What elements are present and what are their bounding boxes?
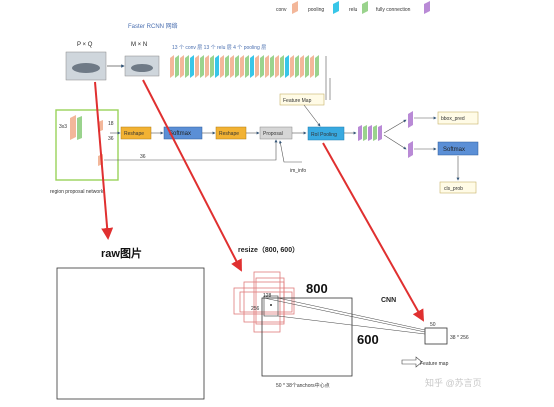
rpn-caption: region proposal network (50, 189, 104, 195)
resized-image-box (261, 297, 353, 377)
rpn-conv-label: 3x3 (59, 124, 67, 130)
rpn-softmax-label: Softmax (169, 131, 191, 137)
legend-label-fc: fully connection (376, 7, 411, 13)
rpn-branch-bottom-label: 36 (108, 136, 114, 142)
head-arrows (344, 116, 460, 181)
anchor-center-dot (270, 304, 272, 306)
backbone-layer (260, 55, 264, 78)
rpn-conv-layer (70, 115, 76, 140)
height-600-label: 600 (357, 332, 379, 347)
backbone-layer (315, 55, 319, 78)
rpn-branch-top-label: 18 (108, 121, 114, 127)
feature-map-label: Feature Map (283, 98, 312, 104)
backbone-layer (300, 55, 304, 78)
legend-label-pooling: pooling (308, 7, 324, 13)
anchor-cell (263, 295, 279, 317)
feature-map-small-box (424, 327, 448, 345)
head-bbox-fc (408, 111, 413, 128)
cls-prob-box (439, 181, 477, 194)
backbone-layer (170, 55, 174, 78)
resize-label: resize（800, 600） (238, 246, 299, 254)
roi-pooling-box (307, 126, 345, 141)
watermark-text: 知乎 @苏言页 (425, 377, 482, 388)
backbone-layer (280, 55, 284, 78)
backbone-layer (305, 55, 309, 78)
backbone-layer (275, 55, 279, 78)
head-softmax-label: Softmax (443, 147, 465, 153)
backbone-layer (195, 55, 199, 78)
backbone-layer (180, 55, 184, 78)
resized-car-icon (131, 64, 153, 72)
backbone-layer (205, 55, 209, 78)
resized-size-label: M × N (131, 42, 147, 48)
backbone-layer (310, 55, 314, 78)
legend-pooling-swatch (333, 1, 339, 14)
anchor-size-a: 128 (263, 293, 272, 299)
raw-image-box (56, 267, 205, 400)
feature-map-arrow-icon (401, 356, 423, 368)
backbone-layer (230, 55, 234, 78)
backbone-layer (270, 55, 274, 78)
anchor-size-b: 256 (251, 306, 260, 312)
head-softmax-box (437, 141, 479, 156)
legend-label-relu: relu (349, 7, 358, 13)
backbone-layer (210, 55, 214, 78)
input-car-icon (72, 63, 100, 73)
backbone-layer (175, 55, 179, 78)
backbone-layer (295, 55, 299, 78)
legend-fc-swatch (424, 1, 430, 14)
backbone-layer (185, 55, 189, 78)
legend-label-conv: conv (276, 7, 287, 13)
backbone-layer (240, 55, 244, 78)
backbone-layer (235, 55, 239, 78)
backbone-layer (215, 55, 219, 78)
feature-map-caption: Feature map (420, 361, 449, 367)
cnn-label: CNN (381, 297, 396, 304)
rpn-reshape-2-label: Reshape (219, 131, 239, 137)
backbone-layer (265, 55, 269, 78)
cnn-projection-lines (263, 297, 426, 335)
backbone-caption: 13 个 conv 层 13 个 relu 层 4 个 pooling 层 (172, 45, 266, 51)
red-annotation-arrows (94, 79, 424, 322)
backbone-layer (245, 55, 249, 78)
feature-map-width: 50 (430, 322, 436, 328)
legend: conv pooling relu fully connection (276, 1, 430, 14)
backbone-layer (255, 55, 259, 78)
rpn-proposal-label: Proposal (263, 131, 283, 137)
head-cls-fc (408, 141, 413, 158)
raw-image-label: raw图片 (101, 246, 142, 260)
rpn-region-box (55, 109, 119, 181)
backbone-layer (290, 55, 294, 78)
backbone-layer (200, 55, 204, 78)
legend-conv-swatch (292, 1, 298, 14)
rpn-flow-arrows (104, 131, 307, 163)
backbone-layer (220, 55, 224, 78)
featuremap-to-roi-arrow (303, 104, 321, 127)
bbox-pred-label: bbox_pred (441, 116, 465, 122)
bbox-pred-box (437, 111, 479, 125)
backbone-layer (250, 55, 254, 78)
cls-prob-label: cls_prob (444, 186, 463, 192)
backbone-layer-stack (170, 55, 319, 78)
feature-map-dims: 38 * 256 (450, 335, 469, 341)
backbone-layer (225, 55, 229, 78)
input-size-label: P × Q (77, 42, 93, 48)
head-fc-stack (358, 125, 382, 141)
diagram-title: Faster RCNN 网络 (128, 22, 178, 30)
backbone-layer (285, 55, 289, 78)
im-info-label: im_info (290, 168, 306, 174)
legend-relu-swatch (362, 1, 368, 14)
rpn-relu-layer (77, 116, 82, 140)
anchors-caption: 50 * 38个anchors中心点 (276, 382, 330, 389)
width-800-label: 800 (306, 281, 328, 296)
rpn-reshape-1-label: Reshape (124, 131, 144, 137)
backbone-layer (190, 55, 194, 78)
rpn-reg-path-label: 36 (140, 154, 146, 160)
feature-map-box (279, 93, 325, 106)
roi-pooling-label: RoI Pooling (311, 132, 337, 138)
